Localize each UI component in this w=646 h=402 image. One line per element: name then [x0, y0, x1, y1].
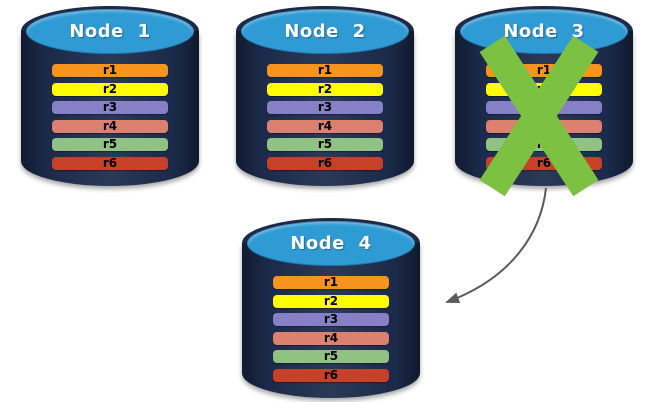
node-label: Node 4 [290, 233, 372, 254]
node-label: Node 1 [69, 21, 151, 42]
replica-bar-r2: r2 [273, 294, 389, 308]
node-1-cylinder: Node 1 r1 r2 r3 r4 r5 r6 [21, 6, 199, 186]
replica-bar-r5: r5 [52, 138, 168, 151]
replica-bar-r2: r2 [267, 82, 383, 96]
node-label: Node 2 [284, 21, 366, 42]
cylinder-lid [26, 9, 194, 54]
replica-bar-r4: r4 [267, 119, 383, 133]
replica-bar-r1: r1 [273, 276, 389, 289]
replica-bar-r5: r5 [273, 350, 389, 363]
replica-bar-r3: r3 [273, 313, 389, 326]
replica-bar-r5: r5 [267, 138, 383, 151]
replica-rows: r1 r2 r3 r4 r5 r6 [52, 64, 168, 175]
replica-rows: r1 r2 r3 r4 r5 r6 [267, 64, 383, 175]
failure-cross-icon [479, 35, 599, 197]
replica-bar-r6: r6 [52, 156, 168, 170]
node-2-cylinder: Node 2 r1 r2 r3 r4 r5 r6 [236, 6, 414, 186]
node-4-cylinder: Node 4 r1 r2 r3 r4 r5 r6 [242, 218, 420, 398]
replica-bar-r4: r4 [273, 331, 389, 345]
cylinder-lid [241, 9, 409, 54]
replica-bar-r3: r3 [267, 101, 383, 114]
replica-bar-r6: r6 [267, 156, 383, 170]
replica-bar-r6: r6 [273, 368, 389, 382]
replica-bar-r4: r4 [52, 119, 168, 133]
cylinder-lid [247, 221, 415, 266]
cylinder-lid [460, 9, 628, 54]
replica-bar-r1: r1 [267, 64, 383, 77]
replica-rows: r1 r2 r3 r4 r5 r6 [273, 276, 389, 387]
replica-bar-r3: r3 [52, 101, 168, 114]
replica-bar-r2: r2 [52, 82, 168, 96]
node-label: Node 3 [503, 21, 585, 42]
replica-bar-r1: r1 [52, 64, 168, 77]
